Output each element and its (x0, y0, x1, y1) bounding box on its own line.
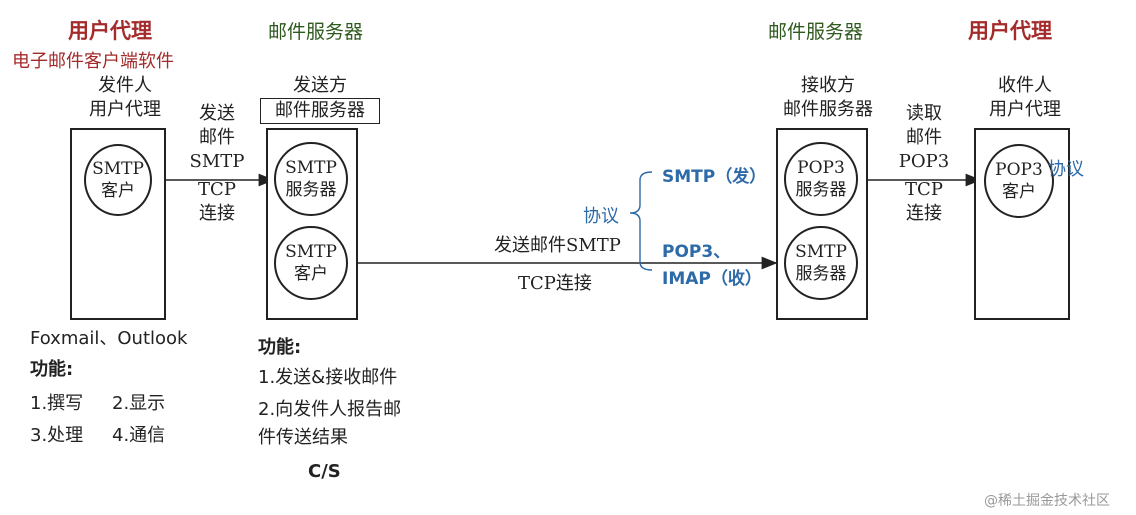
notes-server-f1: 1.发送&接收邮件 (258, 367, 398, 388)
link1-labels: 发送 邮件 SMTP TCP 连接 (186, 102, 248, 226)
link2-line4: TCP (905, 179, 943, 200)
notes-left-func: 功能: (30, 359, 74, 380)
notes-server-f2b: 件传送结果 (258, 427, 348, 448)
heading-right-server: 邮件服务器 (768, 21, 864, 43)
middle-send-mail: 发送邮件SMTP (494, 235, 621, 256)
sender-title: 发件人 用户代理 (80, 74, 170, 122)
receiver-protocol: 协议 (1048, 159, 1084, 180)
recv-smtp-server: SMTP 服务器 (784, 226, 858, 300)
receiver-title-line1: 收件人 (998, 75, 1052, 96)
notes-left-f3: 3.处理 (30, 425, 84, 446)
heading-left-agent-sub: 电子邮件客户端软件 (12, 51, 174, 72)
notes-left-f1: 1.撰写 (30, 393, 84, 414)
recv-server-title: 接收方 邮件服务器 (766, 74, 890, 122)
middle-pop3: POP3、 (662, 242, 731, 262)
link1-line3: SMTP (189, 151, 245, 172)
send-server-title-line2: 邮件服务器 (260, 98, 380, 124)
notes-left-f2: 2.显示 (112, 393, 166, 414)
middle-smtp-send: SMTP（发） (662, 167, 767, 187)
link1-line5: 连接 (199, 203, 235, 224)
send-smtp-client: SMTP 客户 (274, 226, 348, 300)
receiver-pop3-client: POP3 客户 (984, 144, 1054, 218)
sender-title-line2: 用户代理 (89, 99, 161, 120)
sender-circle-line1: SMTP (92, 159, 144, 179)
link1-line4: TCP (198, 179, 236, 200)
send-c1-line2: 服务器 (285, 180, 337, 200)
link1-line2: 邮件 (199, 127, 235, 148)
notes-server-cs: C/S (308, 461, 341, 482)
send-c2-line1: SMTP (285, 242, 337, 262)
recv-c2-line2: 服务器 (795, 264, 847, 284)
recv-server-title-line2: 邮件服务器 (783, 99, 873, 120)
recv-c2-line1: SMTP (795, 242, 847, 262)
receiver-circle-line1: POP3 (995, 160, 1043, 180)
notes-left-f4: 4.通信 (112, 425, 166, 446)
link2-labels: 读取 邮件 POP3 TCP 连接 (892, 102, 956, 226)
middle-protocol: 协议 (583, 206, 619, 227)
watermark: @稀土掘金技术社区 (984, 493, 1110, 509)
middle-imap: IMAP（收） (662, 269, 762, 289)
link2-line5: 连接 (906, 203, 942, 224)
middle-tcp: TCP连接 (518, 273, 592, 294)
recv-server-title-line1: 接收方 (801, 75, 855, 96)
protocol-brace (629, 171, 653, 271)
heading-right-agent: 用户代理 (968, 19, 1052, 43)
notes-server-f2a: 2.向发件人报告邮 (258, 399, 402, 420)
link2-line3: POP3 (898, 151, 950, 172)
send-c1-line1: SMTP (285, 158, 337, 178)
send-smtp-server: SMTP 服务器 (274, 142, 348, 216)
heading-left-agent: 用户代理 (68, 19, 152, 43)
send-server-title: 发送方 邮件服务器 (258, 74, 382, 124)
sender-title-line1: 发件人 (98, 75, 152, 96)
send-c2-line2: 客户 (294, 264, 328, 284)
recv-pop3-server: POP3 服务器 (784, 142, 858, 216)
sender-circle-line2: 客户 (101, 181, 135, 201)
receiver-title: 收件人 用户代理 (980, 74, 1070, 122)
notes-server-func: 功能: (258, 337, 302, 358)
link2-line2: 邮件 (906, 127, 942, 148)
recv-c1-line2: 服务器 (795, 180, 847, 200)
notes-clients: Foxmail、Outlook (30, 328, 188, 349)
heading-left-server: 邮件服务器 (268, 21, 364, 43)
recv-c1-line1: POP3 (797, 158, 845, 178)
link2-line1: 读取 (906, 103, 942, 124)
sender-smtp-client: SMTP 客户 (84, 144, 152, 216)
link1-line1: 发送 (199, 103, 235, 124)
receiver-circle-line2: 客户 (1002, 182, 1036, 202)
receiver-title-line2: 用户代理 (989, 99, 1061, 120)
send-server-title-line1: 发送方 (293, 75, 347, 96)
